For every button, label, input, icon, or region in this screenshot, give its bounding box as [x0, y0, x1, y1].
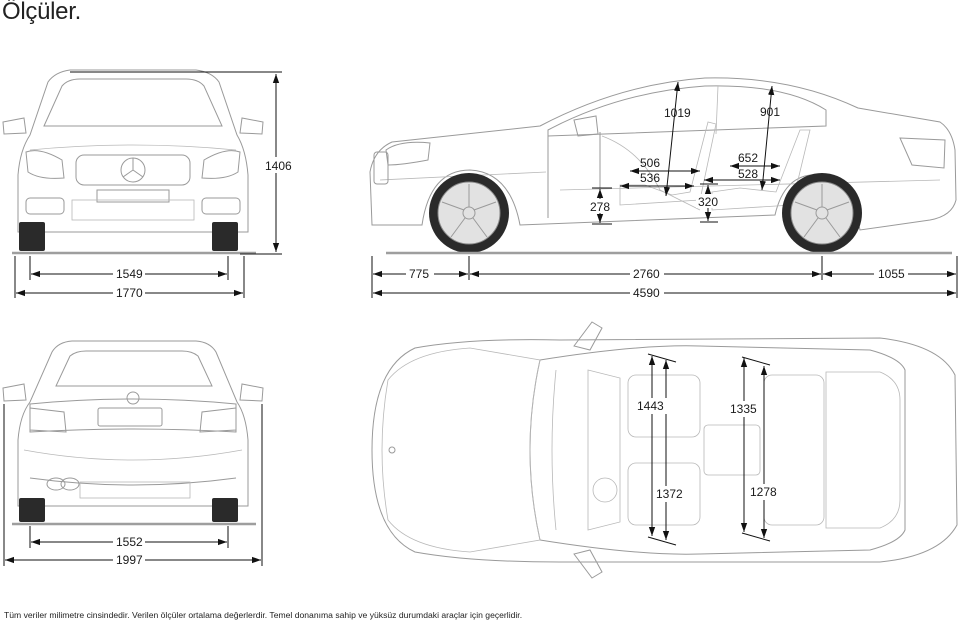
front-elbow-label: 1372	[656, 487, 683, 501]
top-car-outline	[371, 321, 958, 579]
page-title: Ölçüler.	[2, 0, 81, 25]
rear-legroom-max-label: 652	[738, 151, 758, 165]
height-label: 1406	[265, 159, 292, 173]
top-view: 1443 1372 1335 1278	[371, 321, 958, 579]
front-width-label: 1770	[116, 286, 143, 300]
rear-width-label: 1997	[116, 553, 143, 567]
length-label: 4590	[633, 286, 660, 300]
wheelbase-label: 2760	[633, 267, 660, 281]
rear-car-outline	[2, 340, 264, 522]
rear-elbow-label: 1278	[750, 485, 777, 499]
rear-legroom-min-label: 528	[738, 167, 758, 181]
front-shoulder-label: 1443	[637, 399, 664, 413]
front-track-label: 1549	[116, 267, 143, 281]
front-view: 1406 1549 1770	[2, 69, 293, 301]
footnote: Tüm veriler milimetre cinsindedir. Veril…	[4, 610, 523, 620]
front-legroom-min-label: 536	[640, 171, 660, 185]
rear-headroom-label: 901	[760, 105, 780, 119]
front-car-outline	[2, 69, 264, 251]
rear-seat-height-label: 320	[698, 195, 718, 209]
rear-shoulder-label: 1335	[730, 402, 757, 416]
front-overhang-label: 775	[409, 267, 429, 281]
rear-view: 1552 1997	[2, 340, 264, 568]
side-view: 775 2760 1055 4590 1019 901 506 536 652 …	[369, 77, 958, 301]
front-headroom-label: 1019	[664, 106, 691, 120]
front-seat-height-label: 278	[590, 200, 610, 214]
rear-overhang-label: 1055	[878, 267, 905, 281]
rear-track-label: 1552	[116, 535, 143, 549]
side-car-outline	[369, 77, 957, 253]
front-legroom-max-label: 506	[640, 156, 660, 170]
